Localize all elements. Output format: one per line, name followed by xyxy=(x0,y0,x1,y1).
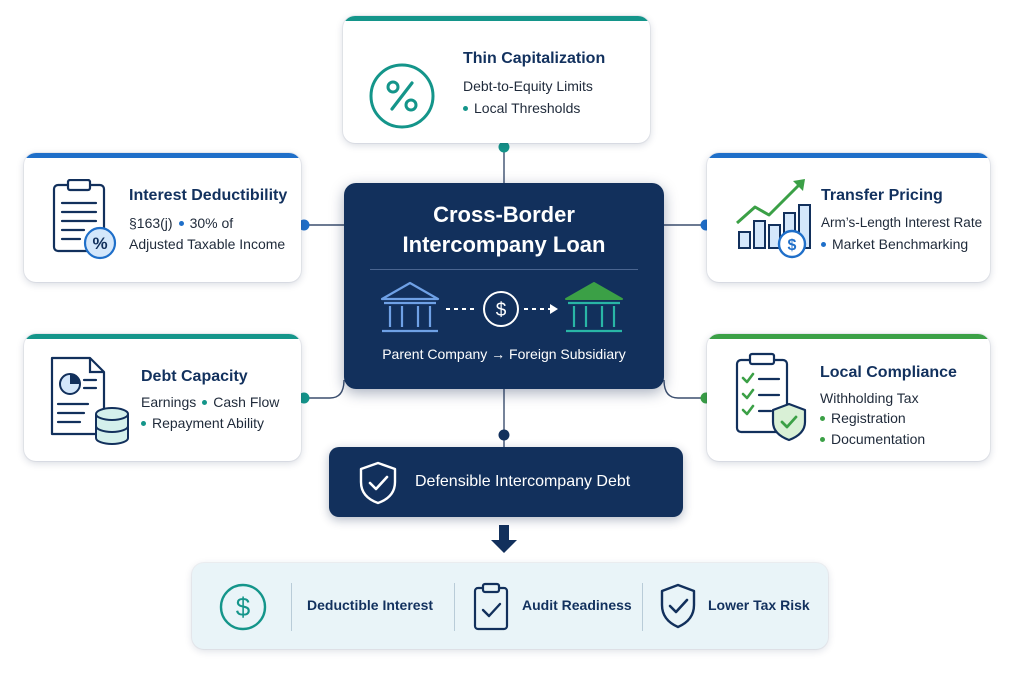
bullet-dot xyxy=(141,420,146,426)
bullet-dot xyxy=(202,399,208,405)
outcome-label: Defensible Intercompany Debt xyxy=(415,473,631,490)
card-debt-capacity: Debt Capacity Earnings Cash Flow Repaymen… xyxy=(24,334,301,461)
card-line: Repayment Ability xyxy=(141,415,264,431)
outcome-defensible-debt: Defensible Intercompany Debt xyxy=(329,447,683,517)
card-line-text: Earnings xyxy=(141,394,197,410)
svg-text:%: % xyxy=(92,234,107,253)
results-bar: $ Deductible Interest Audit Readiness Lo… xyxy=(192,563,828,649)
card-line: Earnings Cash Flow xyxy=(141,394,279,410)
results-divider xyxy=(642,583,643,631)
center-title-line2: Intercompany Loan xyxy=(402,232,606,257)
card-local-compliance: Local Compliance Withholding Tax Registr… xyxy=(707,334,990,461)
svg-text:$: $ xyxy=(496,300,507,321)
card-line-text: Local Thresholds xyxy=(474,100,581,116)
down-arrow-icon xyxy=(491,525,517,553)
parent-bank-icon xyxy=(380,281,440,333)
financial-report-coins-icon xyxy=(50,356,129,445)
bullet-dot xyxy=(820,415,825,421)
card-thin-capitalization: Thin Capitalization Debt-to-Equity Limit… xyxy=(343,16,650,143)
result-label: Lower Tax Risk xyxy=(708,597,810,613)
card-interest-deductibility: % Interest Deductibility §163(j) 30% of A… xyxy=(24,153,301,282)
card-line: §163(j) 30% of xyxy=(129,215,233,231)
subsidiary-bank-icon xyxy=(565,282,623,333)
center-flow-label: Parent Company → Foreign Subsidiary xyxy=(382,346,626,362)
card-accent-bar xyxy=(24,153,301,158)
card-line: Registration xyxy=(820,410,906,426)
result-label: Deductible Interest xyxy=(307,597,434,613)
card-line: Withholding Tax xyxy=(820,390,919,406)
card-line: Market Benchmarking xyxy=(821,236,968,252)
svg-text:$: $ xyxy=(788,237,797,254)
card-line: Local Thresholds xyxy=(463,100,580,116)
card-line: Documentation xyxy=(820,431,925,447)
tax-document-percent-icon: % xyxy=(52,179,117,260)
card-line-text: 30% of xyxy=(189,215,234,231)
clipboard-check-icon xyxy=(473,582,509,631)
result-label: Audit Readiness xyxy=(522,597,632,613)
card-accent-bar xyxy=(707,334,990,339)
bullet-dot xyxy=(178,220,184,226)
bar-chart-dollar-icon: $ xyxy=(736,179,811,259)
checklist-shield-icon xyxy=(735,352,807,442)
card-accent-bar xyxy=(707,153,990,158)
card-title: Debt Capacity xyxy=(141,368,248,385)
card-line: Adjusted Taxable Income xyxy=(129,236,286,252)
center-divider xyxy=(370,269,638,270)
bullet-dot xyxy=(463,105,468,111)
loan-flow-diagram: $ xyxy=(380,281,623,333)
card-line-text: Cash Flow xyxy=(213,394,280,410)
bullet-dot xyxy=(820,436,825,442)
card-line: Arm’s-Length Interest Rate xyxy=(821,215,983,230)
card-line-text: Market Benchmarking xyxy=(832,236,969,252)
card-accent-bar xyxy=(343,16,650,21)
card-title: Local Compliance xyxy=(820,364,957,381)
card-accent-bar xyxy=(24,334,301,339)
results-divider xyxy=(454,583,455,631)
center-title-line1: Cross-Border xyxy=(433,202,575,227)
percent-icon xyxy=(369,63,435,129)
card-transfer-pricing: $ Transfer Pricing Arm’s-Length Interest… xyxy=(707,153,990,282)
center-cross-border-loan: Cross-Border Intercompany Loan $ xyxy=(344,183,664,389)
card-title: Interest Deductibility xyxy=(129,187,288,204)
card-line-text: §163(j) xyxy=(129,215,173,231)
svg-text:$: $ xyxy=(236,592,251,622)
dollar-circle-icon: $ xyxy=(219,583,267,631)
bullet-dot xyxy=(821,241,826,247)
shield-check-icon xyxy=(359,461,397,505)
card-line-text: Registration xyxy=(831,410,906,426)
shield-check-icon xyxy=(660,583,696,629)
card-title: Transfer Pricing xyxy=(821,187,943,204)
card-line: Debt-to-Equity Limits xyxy=(463,78,593,94)
results-divider xyxy=(291,583,292,631)
card-line-text: Documentation xyxy=(831,431,926,447)
card-line-text: Repayment Ability xyxy=(152,415,265,431)
card-title: Thin Capitalization xyxy=(463,50,606,67)
